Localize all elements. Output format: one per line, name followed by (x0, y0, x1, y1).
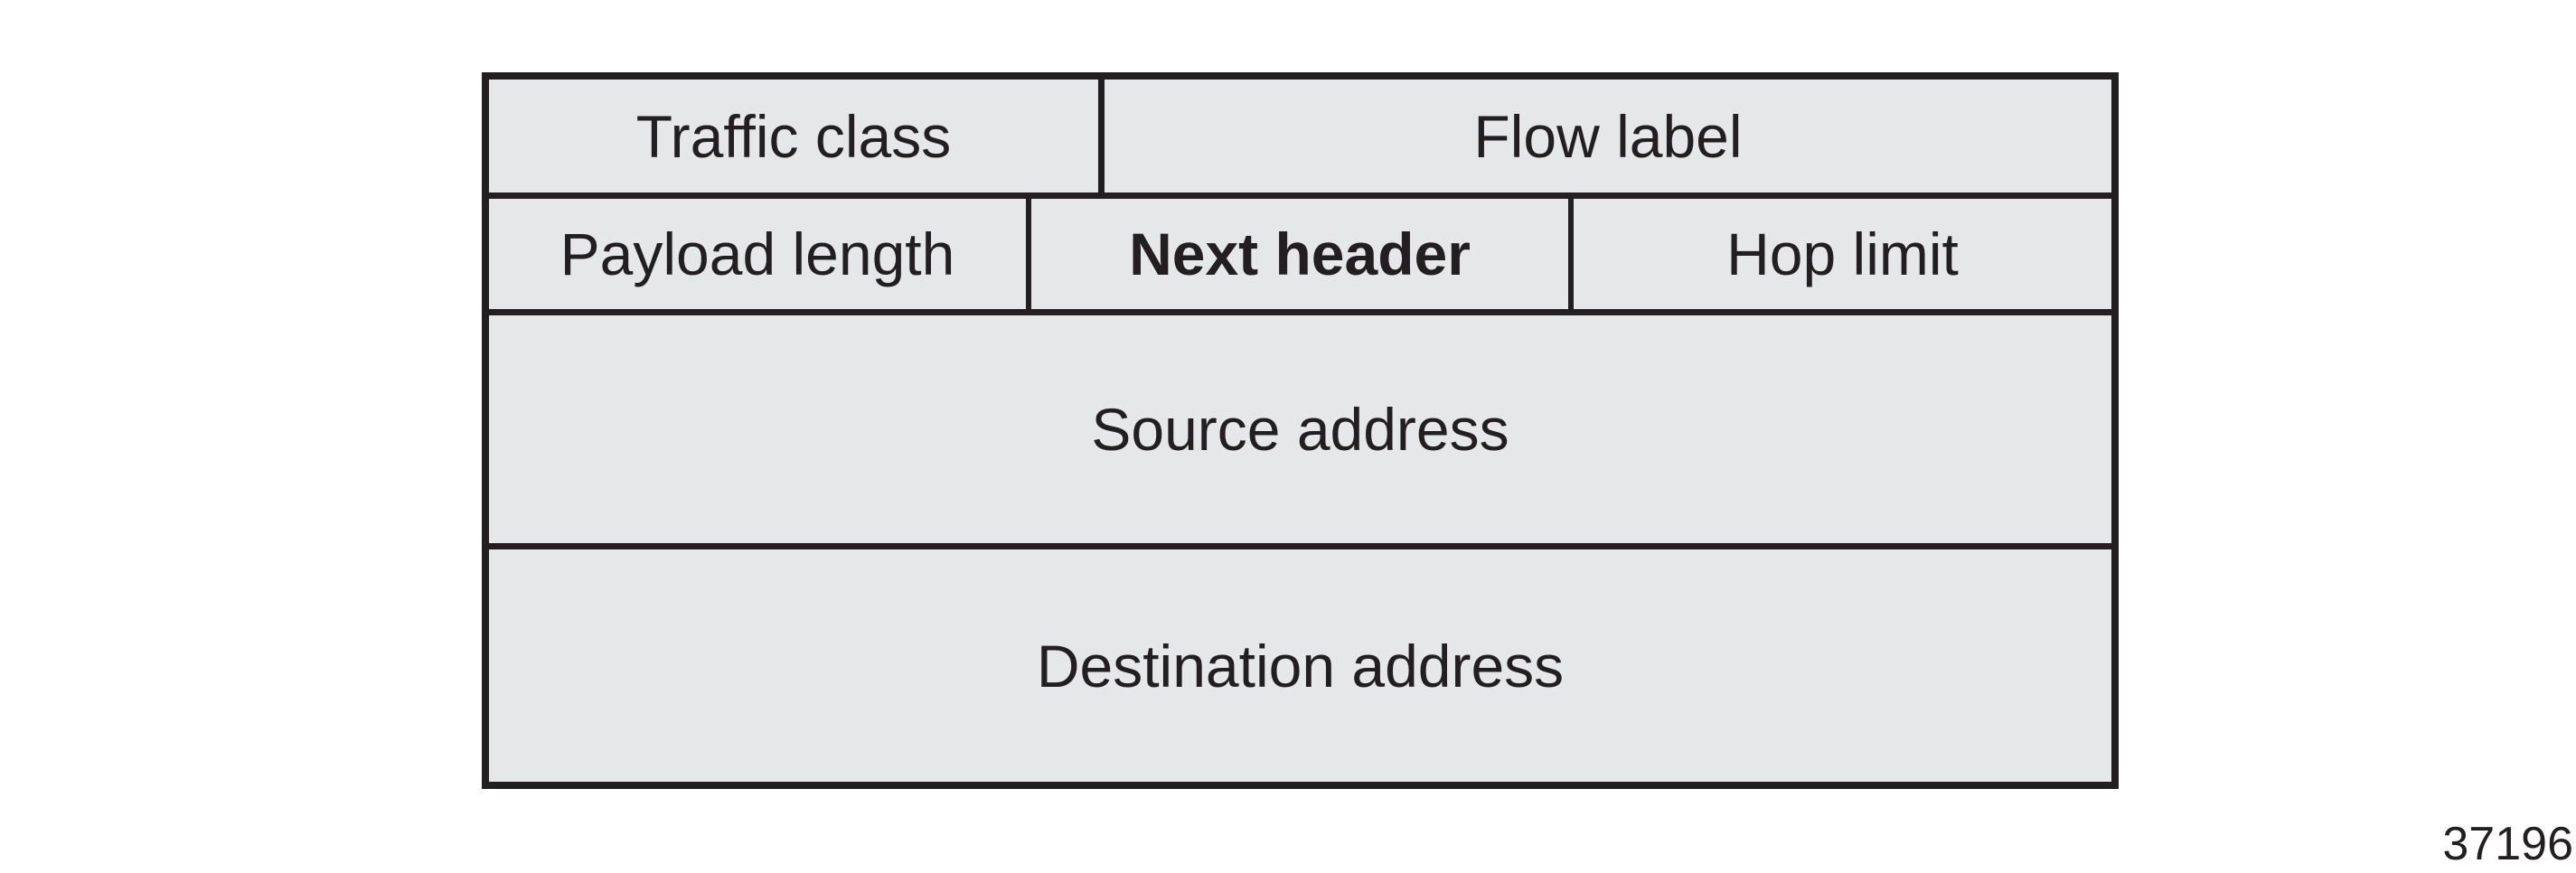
field-destination-address: Destination address (489, 549, 2111, 782)
figure-number: 37196 (2442, 818, 2573, 870)
field-flow-label: Flow label (1105, 80, 2111, 192)
field-hop-limit-label: Hop limit (1726, 221, 1959, 287)
header-row-payload-next-hop: Payload length Next header Hop limit (489, 199, 2111, 315)
field-source-address: Source address (489, 315, 2111, 543)
field-traffic-class-label: Traffic class (635, 102, 952, 170)
field-destination-address-label: Destination address (1036, 632, 1565, 699)
field-next-header: Next header (1031, 199, 1574, 309)
field-payload-length-label: Payload length (559, 221, 955, 287)
header-row-source-address: Source address (489, 315, 2111, 549)
field-source-address-label: Source address (1091, 396, 1509, 463)
field-flow-label-label: Flow label (1473, 102, 1743, 170)
field-next-header-label: Next header (1129, 221, 1471, 287)
header-row-destination-address: Destination address (489, 549, 2111, 782)
field-traffic-class: Traffic class (489, 80, 1105, 192)
header-row-traffic-flow: Traffic class Flow label (489, 80, 2111, 199)
field-hop-limit: Hop limit (1574, 199, 2111, 309)
ipv6-header-diagram: Traffic class Flow label Payload length … (482, 72, 2119, 789)
field-payload-length: Payload length (489, 199, 1031, 309)
